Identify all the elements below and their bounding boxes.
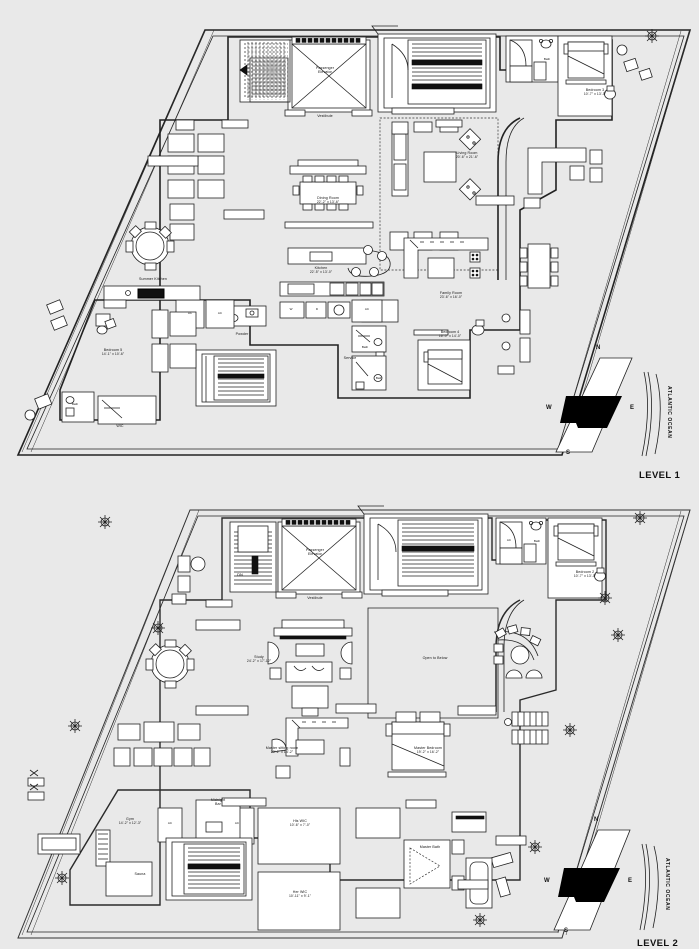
room-label-wic-l1: WIC [116, 424, 124, 428]
ac-closet-label: AC [187, 311, 193, 315]
level-1-title: LEVEL 1 [639, 470, 681, 481]
bath-label: Bath [375, 376, 383, 380]
compass-west-l2: W [544, 878, 550, 884]
ac-closet-label-l2: AC [167, 821, 173, 825]
room-label-sauna: Sauna [134, 872, 146, 876]
compass-north-l2: N [594, 817, 599, 823]
room-label-vestibule-l1: Vestibule [317, 114, 333, 118]
compass-east-l1: E [630, 405, 635, 411]
compass-south-l1: S [566, 450, 571, 456]
ac-closet-label: AC [364, 307, 370, 311]
bath-label: Bath [361, 345, 369, 349]
level-1-geometry [16, 25, 692, 456]
compass-west-l1: W [546, 405, 552, 411]
room-label-powder: Powder [235, 332, 249, 336]
washer-label: W [289, 307, 293, 311]
bath-label-l2: Bath [533, 539, 541, 543]
room-label-master-bath: Master Bath [419, 845, 441, 849]
room-label-vestibule-l2: Vestibule [307, 596, 323, 600]
level-2-title: LEVEL 2 [637, 938, 679, 949]
dryer-label: D [315, 307, 319, 311]
bath-label-sw: Bath [71, 402, 79, 406]
level-1-compass-diagram [555, 357, 661, 457]
compass-south-l2: S [564, 928, 569, 934]
atlantic-ocean-label-l1: ATLANTIC OCEAN [666, 386, 672, 439]
ac-closet-label: AC [217, 311, 223, 315]
room-label-summer-kitchen: Summer Kitchen [139, 277, 167, 281]
room-label-open-to-below: Open to Below [422, 656, 448, 660]
ac-closet-label-l2: AC [234, 821, 240, 825]
room-label-service: Service [343, 356, 357, 360]
bath-label: Bath [543, 57, 551, 61]
ac-closet-label-l2: AC [506, 538, 512, 542]
compass-north-l1: N [596, 345, 601, 351]
atlantic-ocean-label-l2: ATLANTIC OCEAN [664, 858, 670, 911]
stair-down-label: DN [237, 572, 243, 577]
compass-east-l2: E [628, 878, 633, 884]
